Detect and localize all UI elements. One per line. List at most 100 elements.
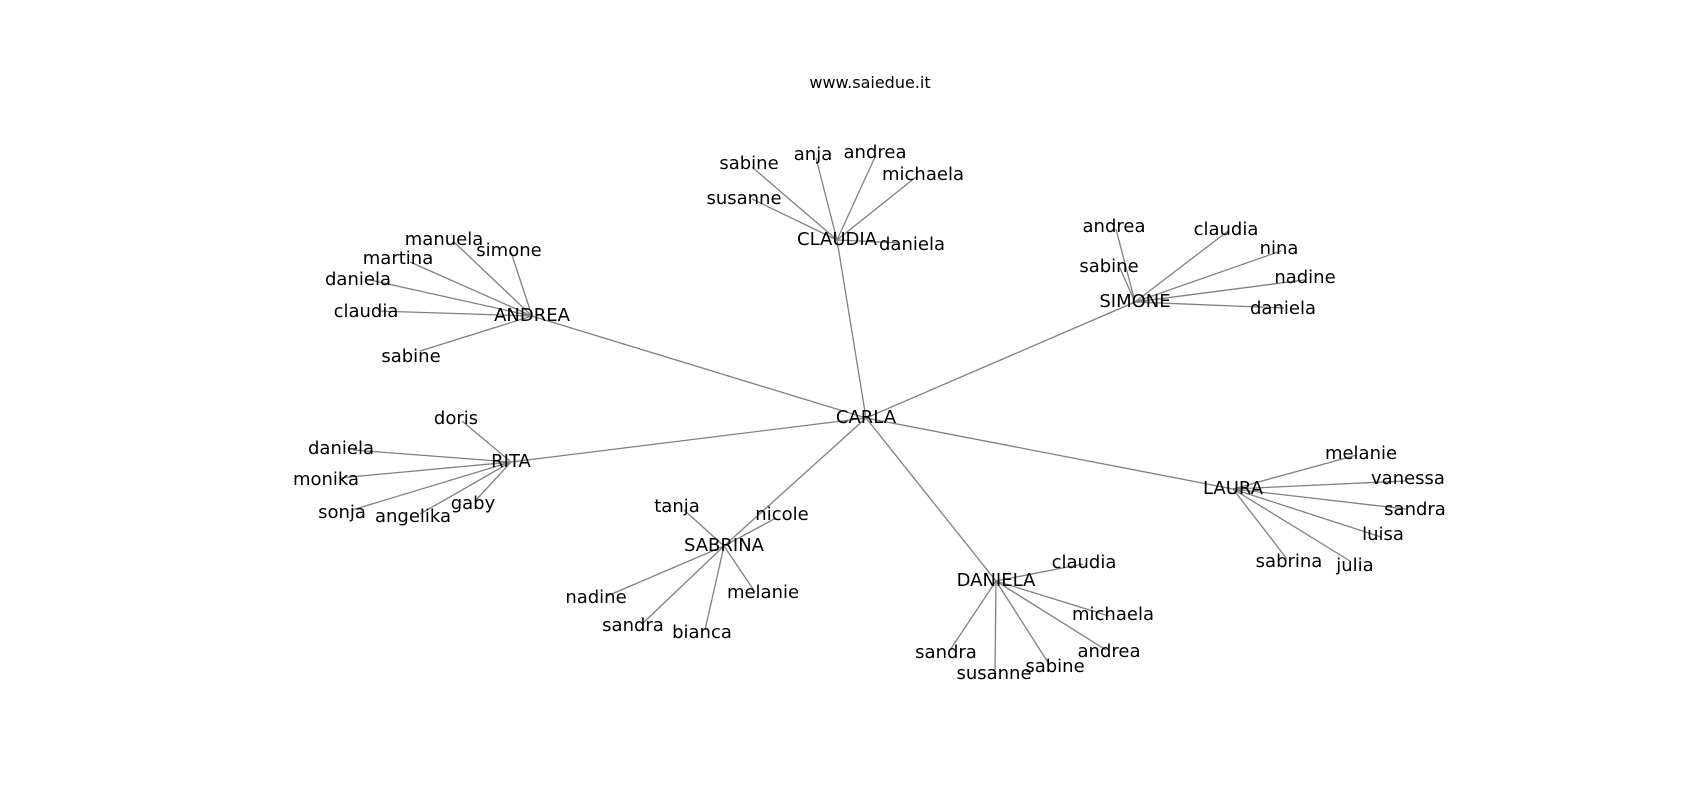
leaf-node-label: andrea [1083, 216, 1146, 237]
edge-andrea-daniela [369, 279, 533, 317]
leaf-node-label: monika [293, 469, 359, 490]
leaf-node-label: claudia [334, 301, 399, 322]
hub-node-label: CLAUDIA [797, 229, 878, 250]
edge-laura-vanessa [1232, 480, 1406, 490]
edge-sabrina-nadine [606, 545, 725, 597]
leaf-node-label: andrea [1078, 641, 1141, 662]
edge-andrea-simone [510, 251, 533, 317]
hub-node-label: ANDREA [494, 305, 571, 326]
edge-claudia-daniela [836, 239, 901, 244]
leaf-node-label: sandra [1384, 499, 1446, 520]
edge-daniela-andrea [995, 580, 1107, 651]
edge-rita-gaby [475, 461, 512, 501]
edge-laura-melanie [1232, 454, 1358, 490]
edge-root-claudia [836, 239, 867, 419]
edge-root-rita [510, 417, 867, 463]
edge-andrea-sabine [419, 315, 533, 352]
hub-node-label: SIMONE [1099, 291, 1170, 312]
root-node-label: CARLA [836, 407, 897, 428]
edge-simone-nina [1134, 250, 1282, 303]
leaf-node-label: daniela [325, 269, 391, 290]
leaf-node-label: daniela [1250, 298, 1316, 319]
edge-daniela-michaela [995, 580, 1110, 617]
edge-root-simone [865, 301, 1136, 419]
edge-rita-doris [461, 420, 512, 463]
leaf-node-label: sonja [318, 502, 366, 523]
leaf-node-label: anja [794, 144, 832, 165]
leaf-node-label: luisa [1362, 524, 1404, 545]
edge-rita-angelika [419, 461, 512, 515]
edge-sabrina-nicole [723, 517, 777, 547]
leaf-node-label: sandra [602, 615, 664, 636]
leaf-node-label: martina [363, 248, 433, 269]
edge-laura-julia [1232, 488, 1351, 562]
edge-andrea-manuela [453, 241, 533, 317]
edge-claudia-andrea [836, 156, 876, 241]
leaf-node-label: susanne [706, 188, 781, 209]
edge-daniela-claudia [995, 563, 1084, 582]
leaf-node-label: sabine [719, 153, 778, 174]
leaf-node-label: susanne [956, 663, 1031, 684]
leaf-node-label: andrea [844, 142, 907, 163]
hub-node-label: RITA [491, 451, 531, 472]
edge-daniela-susanne [994, 580, 997, 671]
edge-daniela-sandra [949, 580, 997, 651]
leaf-node-label: simone [476, 240, 541, 261]
edge-daniela-sabine [995, 580, 1050, 665]
edge-claudia-sabine [751, 166, 838, 241]
leaf-node-label: melanie [1325, 443, 1397, 464]
edge-rita-daniela [352, 449, 512, 463]
leaf-node-label: bianca [672, 622, 732, 643]
edge-rita-sonja [351, 461, 512, 511]
leaf-node-label: daniela [308, 438, 374, 459]
hub-node-label: DANIELA [957, 570, 1036, 591]
edge-laura-sabrina [1232, 488, 1288, 560]
site-title: www.saiedue.it [809, 73, 930, 92]
edge-rita-monika [338, 461, 512, 479]
leaf-node-label: michaela [882, 164, 964, 185]
leaf-node-label: sabrina [1256, 551, 1323, 572]
edge-root-sabrina [723, 417, 867, 547]
leaf-node-label: claudia [1052, 552, 1117, 573]
leaf-node-label: manuela [405, 229, 484, 250]
leaf-node-label: angelika [375, 506, 451, 527]
edge-simone-sabine [1118, 265, 1136, 303]
edge-simone-andrea [1115, 228, 1136, 303]
leaf-node-label: tanja [654, 496, 700, 517]
edge-sabrina-tanja [683, 509, 725, 547]
leaf-node-label: daniela [879, 234, 945, 255]
edge-sabrina-melanie [723, 545, 756, 593]
leaf-node-label: michaela [1072, 604, 1154, 625]
edge-root-laura [865, 417, 1234, 490]
leaf-node-label: nadine [1274, 267, 1335, 288]
edge-simone-claudia [1134, 230, 1229, 303]
hub-node-label: LAURA [1203, 478, 1264, 499]
leaf-node-label: sabine [381, 346, 440, 367]
leaf-node-label: nicole [755, 504, 808, 525]
edge-simone-nadine [1134, 279, 1305, 303]
edge-claudia-anja [815, 157, 838, 241]
leaf-node-label: sandra [915, 642, 977, 663]
label-layer: CARLAANDREAmanuelasimonemartinadanielacl… [293, 142, 1446, 684]
leaf-node-label: vanessa [1371, 468, 1445, 489]
edge-andrea-claudia [377, 310, 533, 317]
edge-andrea-martina [409, 261, 533, 317]
leaf-node-label: nina [1260, 238, 1299, 259]
leaf-node-label: melanie [727, 582, 799, 603]
edge-layer [338, 156, 1407, 671]
edge-claudia-michaela [836, 176, 917, 241]
leaf-node-label: doris [434, 408, 478, 429]
edge-laura-luisa [1232, 488, 1382, 538]
leaf-node-label: sabine [1079, 256, 1138, 277]
hub-node-label: SABRINA [684, 535, 765, 556]
edge-root-andrea [531, 315, 867, 419]
leaf-node-label: claudia [1194, 219, 1259, 240]
leaf-node-label: julia [1335, 555, 1373, 576]
edge-sabrina-bianca [704, 545, 725, 631]
edge-simone-daniela [1134, 301, 1285, 309]
edge-root-daniela [865, 417, 997, 582]
edge-claudia-susanne [751, 198, 838, 241]
edge-sabrina-sandra [641, 545, 725, 625]
leaf-node-label: sabine [1025, 656, 1084, 677]
